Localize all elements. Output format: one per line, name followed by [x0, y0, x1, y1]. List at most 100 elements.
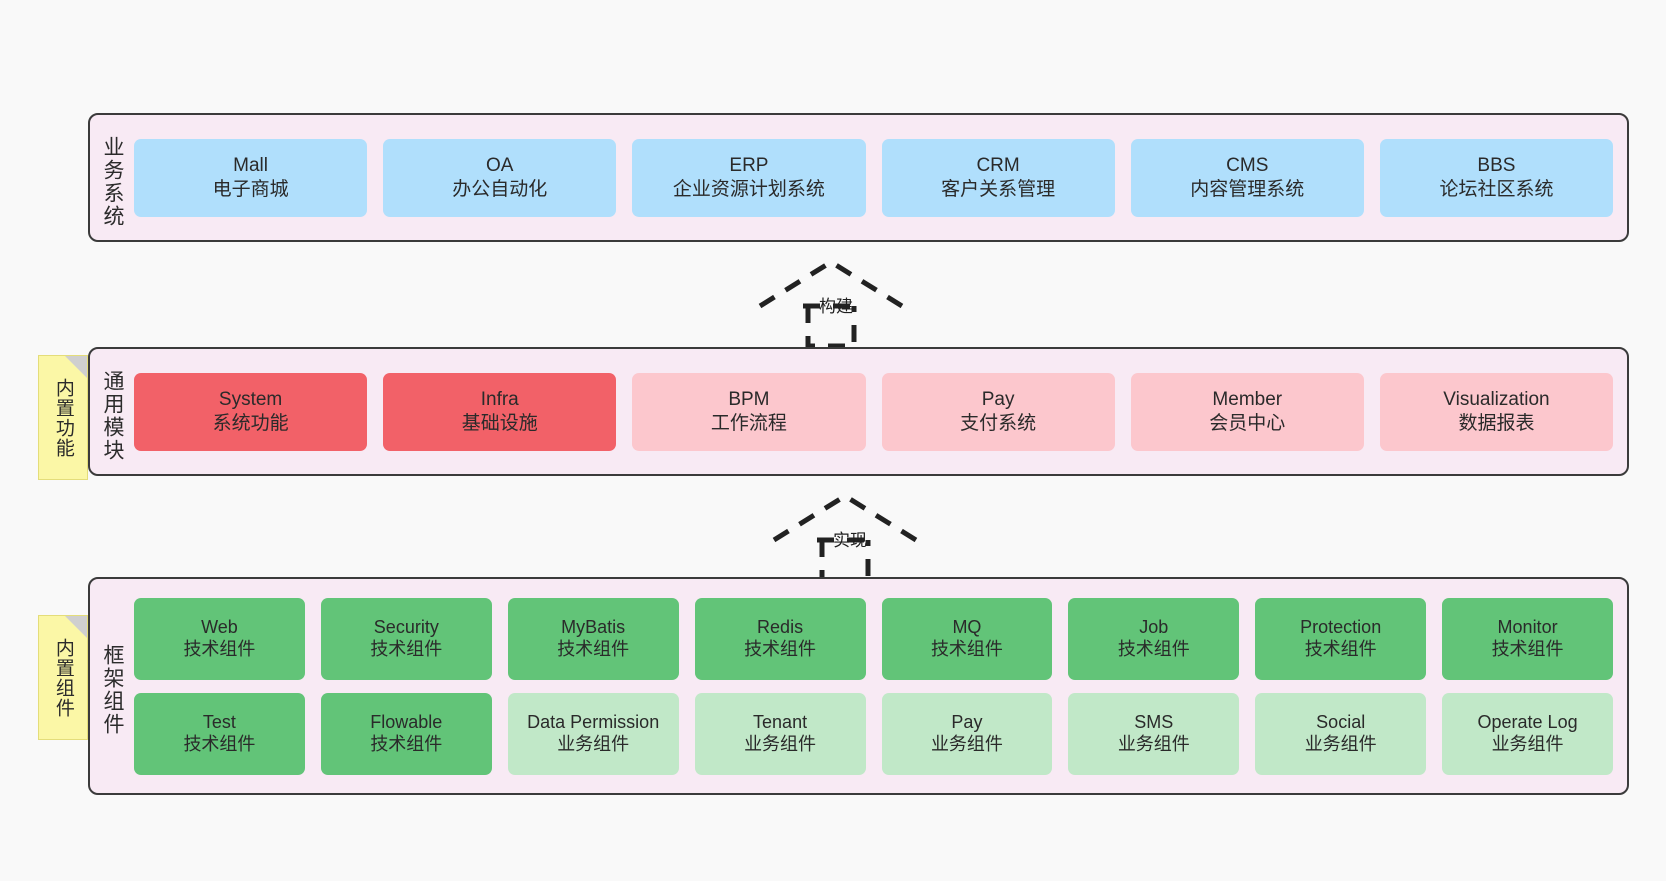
card-subtitle: 业务组件 — [1304, 733, 1377, 754]
note-fold-icon — [65, 616, 87, 638]
card-tenant[interactable]: Tenant 业务组件 — [694, 692, 866, 775]
card-erp[interactable]: ERP 企业资源计划系统 — [632, 138, 866, 217]
card-subtitle: 客户关系管理 — [941, 178, 1056, 200]
card-social[interactable]: Social 业务组件 — [1255, 692, 1427, 775]
card-subtitle: 技术组件 — [1117, 638, 1190, 659]
card-mybatis[interactable]: MyBatis 技术组件 — [507, 597, 679, 680]
layer-body-framework: Web 技术组件 Security 技术组件 MyBatis 技术组件 Redi… — [124, 579, 1627, 793]
card-subtitle: 数据报表 — [1458, 412, 1535, 434]
layer-title-business: 业务系统 — [101, 135, 124, 228]
card-title: Member — [1212, 389, 1283, 411]
card-title: Security — [373, 616, 439, 637]
card-title: BBS — [1477, 155, 1516, 177]
note-fold-icon — [65, 356, 87, 378]
card-member[interactable]: Member 会员中心 — [1130, 372, 1364, 451]
layer-body-business: Mall 电子商城 OA 办公自动化 ERP 企业资源计划系统 CRM 客户关系… — [124, 115, 1627, 240]
dashed-generalization-arrow-icon — [758, 259, 904, 349]
card-title: Web — [201, 616, 238, 637]
card-visualization[interactable]: Visualization 数据报表 — [1379, 372, 1614, 451]
arrow-implement: 实现 — [770, 492, 920, 583]
card-subtitle: 技术组件 — [1304, 638, 1377, 659]
card-bbs[interactable]: BBS 论坛社区系统 — [1379, 138, 1614, 217]
card-test[interactable]: Test 技术组件 — [134, 692, 305, 775]
card-subtitle: 技术组件 — [1491, 638, 1564, 659]
layer-business-systems: 业务系统 Mall 电子商城 OA 办公自动化 ERP 企业资源计划系统 CRM… — [88, 113, 1629, 242]
card-bpm[interactable]: BPM 工作流程 — [632, 372, 866, 451]
card-sms[interactable]: SMS 业务组件 — [1068, 692, 1240, 775]
card-oa[interactable]: OA 办公自动化 — [383, 138, 617, 217]
card-title: ERP — [729, 155, 769, 177]
card-protection[interactable]: Protection 技术组件 — [1255, 597, 1427, 680]
card-title: Infra — [480, 389, 519, 411]
card-title: Mall — [233, 155, 268, 177]
card-subtitle: 工作流程 — [710, 412, 787, 434]
card-subtitle: 技术组件 — [370, 733, 443, 754]
card-pay[interactable]: Pay 支付系统 — [881, 372, 1115, 451]
arrow-label-implement: 实现 — [833, 531, 867, 550]
card-operate-log[interactable]: Operate Log 业务组件 — [1442, 692, 1613, 775]
card-title: BPM — [728, 389, 770, 411]
card-web[interactable]: Web 技术组件 — [134, 597, 305, 680]
card-subtitle: 基础设施 — [461, 412, 538, 434]
card-subtitle: 技术组件 — [744, 638, 817, 659]
card-title: OA — [486, 155, 514, 177]
card-subtitle: 业务组件 — [744, 733, 817, 754]
card-mq[interactable]: MQ 技术组件 — [881, 597, 1053, 680]
layer-title-common: 通用模块 — [101, 369, 124, 462]
card-system[interactable]: System 系统功能 — [134, 372, 368, 451]
card-pay-business[interactable]: Pay 业务组件 — [881, 692, 1053, 775]
card-title: MQ — [952, 616, 982, 637]
card-title: Flowable — [370, 711, 443, 732]
arrow-label-build: 构建 — [819, 297, 853, 316]
card-subtitle: 企业资源计划系统 — [672, 178, 825, 200]
card-subtitle: 业务组件 — [1117, 733, 1190, 754]
card-subtitle: 技术组件 — [183, 638, 256, 659]
card-subtitle: 技术组件 — [557, 638, 630, 659]
note-label: 内置组件 — [52, 637, 74, 718]
card-title: MyBatis — [561, 616, 626, 637]
note-builtin-features: 内置功能 — [38, 355, 88, 480]
card-row: Test 技术组件 Flowable 技术组件 Data Permission … — [134, 692, 1613, 775]
card-title: Monitor — [1497, 616, 1558, 637]
card-title: Visualization — [1443, 389, 1550, 411]
card-infra[interactable]: Infra 基础设施 — [383, 372, 617, 451]
card-title: Social — [1316, 711, 1366, 732]
layer-body-common: System 系统功能 Infra 基础设施 BPM 工作流程 Pay 支付系统… — [124, 349, 1627, 474]
card-security[interactable]: Security 技术组件 — [320, 597, 492, 680]
card-data-permission[interactable]: Data Permission 业务组件 — [507, 692, 679, 775]
card-cms[interactable]: CMS 内容管理系统 — [1130, 138, 1364, 217]
card-redis[interactable]: Redis 技术组件 — [694, 597, 866, 680]
card-subtitle: 业务组件 — [1491, 733, 1564, 754]
card-subtitle: 技术组件 — [183, 733, 256, 754]
card-title: Redis — [757, 616, 804, 637]
note-builtin-components: 内置组件 — [38, 615, 88, 740]
card-mall[interactable]: Mall 电子商城 — [134, 138, 368, 217]
layer-common-modules: 通用模块 System 系统功能 Infra 基础设施 BPM 工作流程 Pay… — [88, 347, 1629, 476]
card-title: Test — [202, 711, 236, 732]
card-job[interactable]: Job 技术组件 — [1068, 597, 1240, 680]
layer-framework-components: 框架组件 Web 技术组件 Security 技术组件 MyBatis 技术组件… — [88, 577, 1629, 795]
card-title: CRM — [976, 155, 1020, 177]
card-subtitle: 会员中心 — [1209, 412, 1286, 434]
card-title: Pay — [951, 711, 983, 732]
card-subtitle: 电子商城 — [212, 178, 289, 200]
card-title: Job — [1139, 616, 1169, 637]
card-subtitle: 支付系统 — [960, 412, 1037, 434]
card-subtitle: 内容管理系统 — [1190, 178, 1305, 200]
layer-title-framework: 框架组件 — [101, 644, 124, 736]
card-row: System 系统功能 Infra 基础设施 BPM 工作流程 Pay 支付系统… — [134, 372, 1614, 451]
card-row: Web 技术组件 Security 技术组件 MyBatis 技术组件 Redi… — [134, 597, 1613, 680]
card-title: Tenant — [753, 711, 808, 732]
card-title: System — [218, 389, 283, 411]
card-subtitle: 论坛社区系统 — [1439, 178, 1554, 200]
card-subtitle: 业务组件 — [930, 733, 1003, 754]
card-title: Data Permission — [527, 711, 660, 732]
card-subtitle: 技术组件 — [370, 638, 443, 659]
card-monitor[interactable]: Monitor 技术组件 — [1442, 597, 1613, 680]
card-crm[interactable]: CRM 客户关系管理 — [881, 138, 1115, 217]
card-title: Pay — [981, 389, 1015, 411]
card-subtitle: 系统功能 — [212, 412, 289, 434]
card-flowable[interactable]: Flowable 技术组件 — [320, 692, 492, 775]
card-row: Mall 电子商城 OA 办公自动化 ERP 企业资源计划系统 CRM 客户关系… — [134, 138, 1614, 217]
